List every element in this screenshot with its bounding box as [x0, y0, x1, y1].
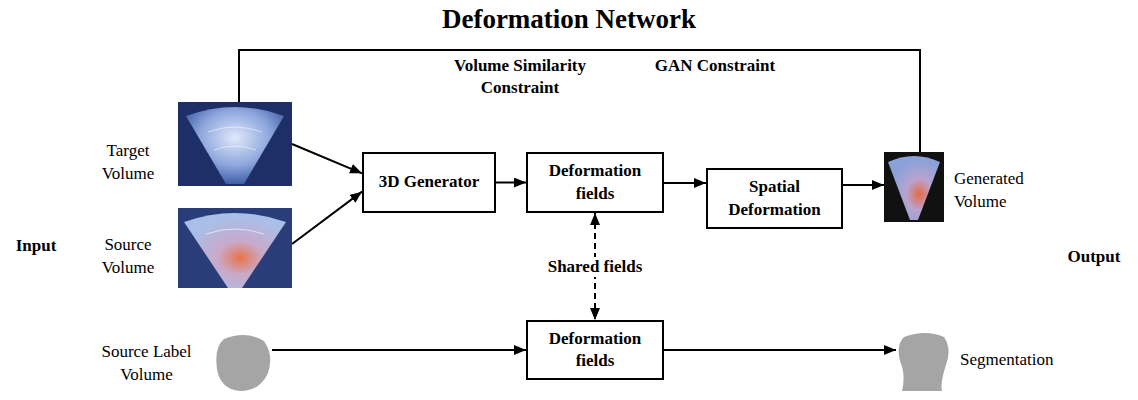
node-text: Deformation fields: [536, 328, 654, 372]
constraint-label: Volume Similarity Constraint: [420, 55, 620, 99]
edge-label: Shared fields: [545, 257, 646, 277]
process-box: Deformation fields: [526, 152, 664, 213]
node-text: Segmentation: [960, 349, 1080, 372]
volume-node: Target Volume: [178, 102, 292, 186]
process-box: Deformation fields: [526, 320, 664, 380]
constraint-label: GAN Constraint: [640, 55, 790, 77]
node-text: Source Label Volume: [89, 341, 204, 387]
connector-arrow: [292, 144, 362, 173]
connector-arrow: [272, 349, 526, 351]
volume-node: Segmentation: [896, 331, 950, 393]
volume-node: Source Volume: [178, 208, 292, 288]
diagram-title: Deformation Network: [0, 4, 1138, 35]
node-text: Spatial Deformation: [716, 176, 833, 220]
volume-image: [178, 102, 292, 186]
process-box: 3D Generator: [362, 152, 496, 213]
volume-node: Source Label Volume: [214, 333, 272, 393]
node-text: Target Volume: [88, 140, 168, 186]
segmentation-blob: [896, 331, 950, 393]
connector-arrow: [292, 192, 362, 244]
process-box: Spatial Deformation: [706, 168, 843, 229]
connector-arrow: [239, 50, 920, 152]
node-text: Source Volume: [88, 234, 168, 280]
volume-image: [178, 208, 292, 288]
node-text: Deformation fields: [536, 160, 654, 204]
volume-image: [884, 152, 944, 222]
connector-arrow: [664, 349, 896, 351]
connector-arrow: [496, 182, 526, 184]
label-blob: [214, 333, 272, 393]
volume-node: Generated Volume: [884, 152, 944, 222]
node-text: 3D Generator: [379, 171, 480, 193]
side-label: Output: [1056, 246, 1132, 268]
connector-arrow: [843, 184, 884, 186]
node-text: Generated Volume: [954, 168, 1049, 214]
side-label: Input: [6, 235, 66, 257]
connector-arrow: [664, 182, 706, 184]
